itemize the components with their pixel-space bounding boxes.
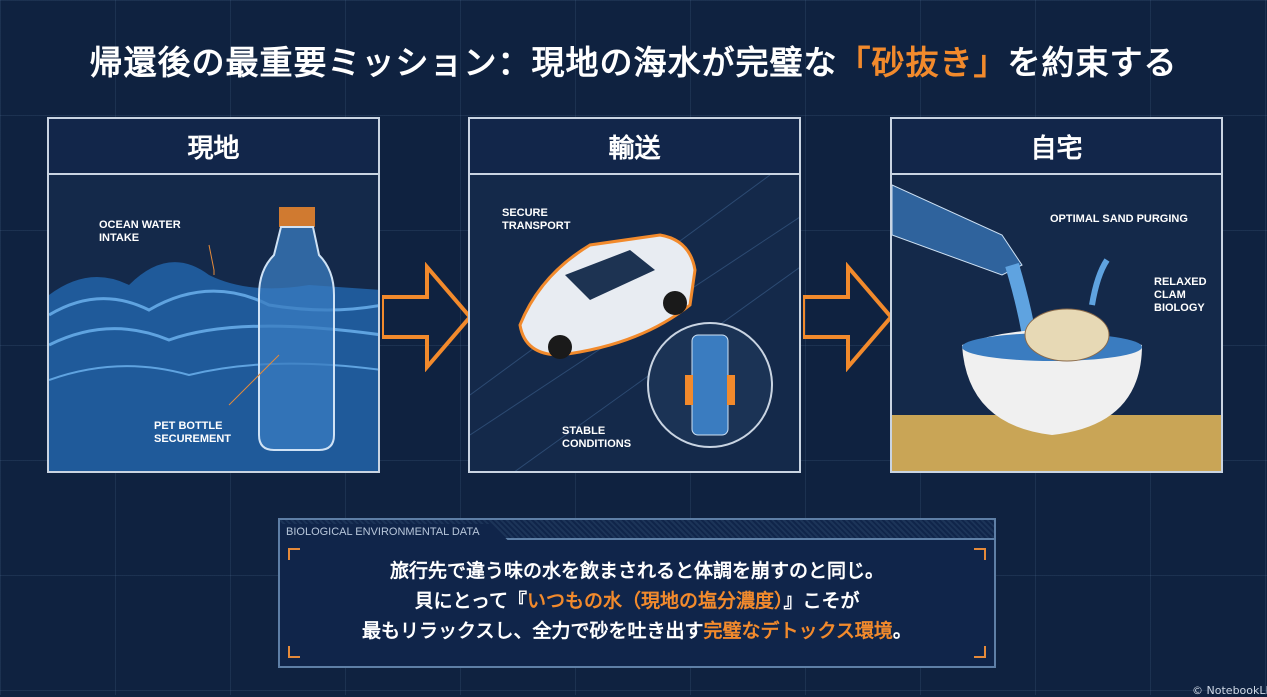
label-relaxed-clam: RELAXED CLAM BIOLOGY <box>1154 276 1207 314</box>
data-box-header: BIOLOGICAL ENVIRONMENTAL DATA <box>280 524 510 542</box>
panel-title: 現地 <box>49 119 378 175</box>
panel-title: 輸送 <box>470 119 799 175</box>
label-stable-conditions: STABLE CONDITIONS <box>562 425 632 450</box>
environmental-data-box: BIOLOGICAL ENVIRONMENTAL DATA 旅行先で違う味の水を… <box>278 518 996 668</box>
panel-transport: 輸送 SECURE TRANSPORT STABLE CONDITIONS <box>468 117 801 473</box>
page-title: 帰還後の最重要ミッション：現地の海水が完璧な「砂抜き」を約束する <box>89 43 1178 82</box>
ocean-bottle-illustration <box>49 207 378 471</box>
car-transport-illustration <box>470 175 799 471</box>
clam-bowl-illustration <box>892 184 1221 471</box>
label-secure-transport: SECURE TRANSPORT <box>502 207 571 232</box>
watermark: © NotebookLM <box>1192 684 1267 697</box>
arrow-right-icon <box>803 262 893 372</box>
panel-title: 自宅 <box>892 119 1221 175</box>
label-sand-purging: OPTIMAL SAND PURGING <box>1050 213 1188 225</box>
panel-home: 自宅 OPTIMAL SAND PURGING RELAXED CLAM BIO… <box>890 117 1223 473</box>
panel-local: 現地 OCEAN WATER INTAKE PET BOTTLE SECUREM… <box>47 117 380 473</box>
label-ocean-intake: OCEAN WATER INTAKE <box>99 219 181 244</box>
arrow-right-icon <box>382 262 472 372</box>
label-bottle-securement: PET BOTTLE SECUREMENT <box>154 420 232 445</box>
data-box-text: 旅行先で違う味の水を飲まされると体調を崩すのと同じ。 貝にとって『いつもの水（現… <box>362 560 912 642</box>
